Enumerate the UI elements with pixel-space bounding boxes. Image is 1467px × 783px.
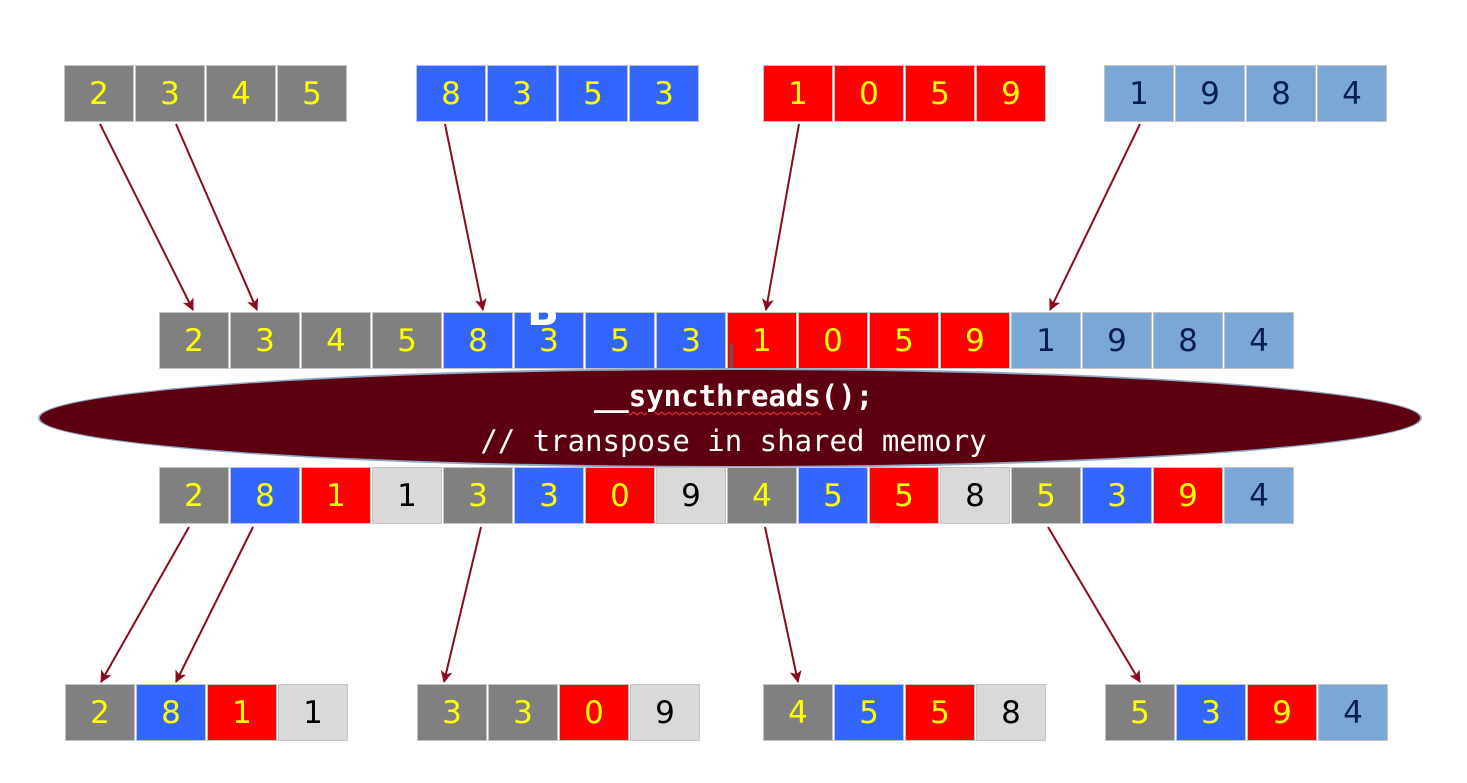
array-cell: 5 [372, 312, 442, 369]
array-cell: 0 [834, 65, 904, 122]
array-cell: 5 [558, 65, 628, 122]
array-cell: 1 [1011, 312, 1081, 369]
array-cell: 2 [64, 65, 134, 122]
array-cell: 4 [727, 467, 797, 524]
array-cell: 8 [976, 684, 1046, 741]
array-cell: 3 [487, 65, 557, 122]
array-cell: 1 [727, 312, 797, 369]
array-cell: 9 [630, 684, 700, 741]
array-cell: 8 [940, 467, 1010, 524]
array-cell: 4 [206, 65, 276, 122]
array-cell: 1 [207, 684, 277, 741]
array-cell: 8 [230, 467, 300, 524]
array-cell: 9 [976, 65, 1046, 122]
array-cell: 4 [301, 312, 371, 369]
array-cell: 8 [1153, 312, 1223, 369]
array-cell: 3 [488, 684, 558, 741]
array-cell: 5 [1011, 467, 1081, 524]
array-cell: 8 [416, 65, 486, 122]
mapping-arrow [100, 526, 190, 683]
center-divider-top [730, 344, 733, 372]
array-cell: 0 [585, 467, 655, 524]
transpose-comment: // transpose in shared memory [480, 424, 987, 458]
array-cell: 0 [559, 684, 629, 741]
array-cell: 2 [159, 467, 229, 524]
array-cell: 1 [763, 65, 833, 122]
array-cell: 5 [905, 65, 975, 122]
mapping-arrow [175, 526, 254, 683]
array-cell: 1 [1104, 65, 1174, 122]
array-cell: 1 [278, 684, 348, 741]
mapping-arrow [1049, 123, 1141, 311]
array-cell: 5 [1105, 684, 1175, 741]
array-cell: 9 [656, 467, 726, 524]
array-cell: 8 [443, 312, 513, 369]
mapping-arrow [99, 123, 194, 311]
array-cell: 5 [869, 312, 939, 369]
array-cell: 5 [277, 65, 347, 122]
hidden-letter-fragment: B [527, 286, 560, 335]
array-cell: 1 [372, 467, 442, 524]
mapping-arrow [444, 123, 487, 311]
array-cell: 3 [1082, 467, 1152, 524]
array-cell: 9 [1247, 684, 1317, 741]
array-cell: 4 [1224, 467, 1294, 524]
array-cell: 3 [629, 65, 699, 122]
array-cell: 2 [159, 312, 229, 369]
array-cell: 3 [417, 684, 487, 741]
array-cell: 3 [514, 467, 584, 524]
mapping-arrow [440, 526, 482, 683]
array-cell: 3 [1176, 684, 1246, 741]
array-cell: 9 [940, 312, 1010, 369]
mapping-arrow [1047, 526, 1141, 683]
array-cell: 4 [1317, 65, 1387, 122]
array-cell: 8 [136, 684, 206, 741]
syncthreads-banner [38, 368, 1422, 468]
sync-prefix: __ [593, 379, 629, 413]
array-cell: 5 [905, 684, 975, 741]
array-cell: 4 [1318, 684, 1388, 741]
array-cell: 2 [65, 684, 135, 741]
array-cell: 5 [798, 467, 868, 524]
array-cell: 3 [656, 312, 726, 369]
array-cell: 9 [1153, 467, 1223, 524]
mapping-arrow [175, 123, 259, 311]
mapping-arrow [764, 526, 802, 683]
array-cell: 3 [135, 65, 205, 122]
sync-name: syncthreads [628, 379, 821, 413]
array-cell: 1 [301, 467, 371, 524]
array-cell: 4 [763, 684, 833, 741]
array-cell: 0 [798, 312, 868, 369]
array-cell: 3 [443, 467, 513, 524]
array-cell: 3 [514, 312, 584, 369]
syncthreads-call: __syncthreads(); [0, 376, 1467, 416]
array-cell: 9 [1175, 65, 1245, 122]
sync-suffix: (); [820, 379, 874, 413]
array-cell: 5 [585, 312, 655, 369]
array-cell: 4 [1224, 312, 1294, 369]
array-cell: 3 [230, 312, 300, 369]
array-cell: 8 [1246, 65, 1316, 122]
array-cell: 5 [869, 467, 939, 524]
array-cell: 9 [1082, 312, 1152, 369]
array-cell: 5 [834, 684, 904, 741]
mapping-arrow [762, 123, 800, 311]
